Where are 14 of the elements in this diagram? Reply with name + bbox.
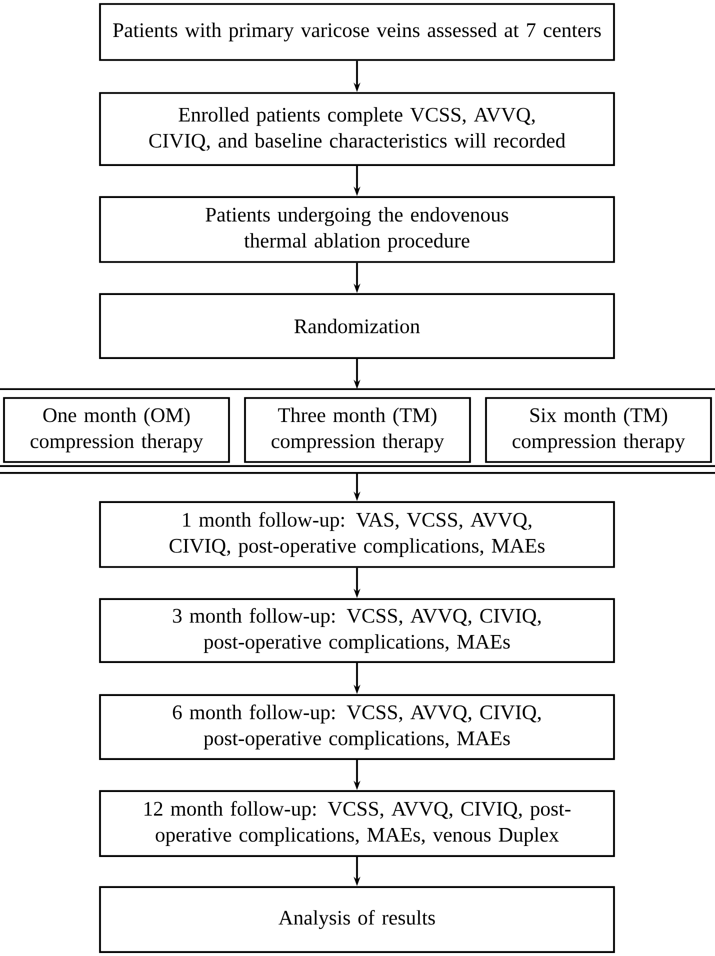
process-box: One month (OM) compression therapy [3,397,230,463]
process-box: 1 month follow-up: VAS, VCSS, AVVQ, CIVIQ, post-operative complications, MAEs [99,501,615,568]
process-box: 3 month follow-up: VCSS, AVVQ, CIVIQ, post-operative complications, MAEs [99,598,615,663]
process-box: Patients with primary varicose veins assessed at 7 centers [99,3,615,61]
process-box: 6 month follow-up: VCSS, AVVQ, CIVIQ, post-operative complications, MAEs [99,694,615,760]
divider-bar [0,465,715,474]
process-box: Three month (TM) compression therapy [244,397,471,463]
divider-bar [0,388,715,390]
process-box: 12 month follow-up: VCSS, AVVQ, CIVIQ, post-operative complications, MAEs, venous Duplex [99,790,615,857]
process-box: Six month (TM) compression therapy [485,397,712,463]
process-box: Analysis of results [99,886,615,953]
process-box: Patients undergoing the endovenous thermal ablation procedure [99,196,615,263]
process-box: Randomization [99,293,615,359]
process-box: Enrolled patients complete VCSS, AVVQ, CIVIQ, and baseline characteristics will recorded [99,92,615,166]
